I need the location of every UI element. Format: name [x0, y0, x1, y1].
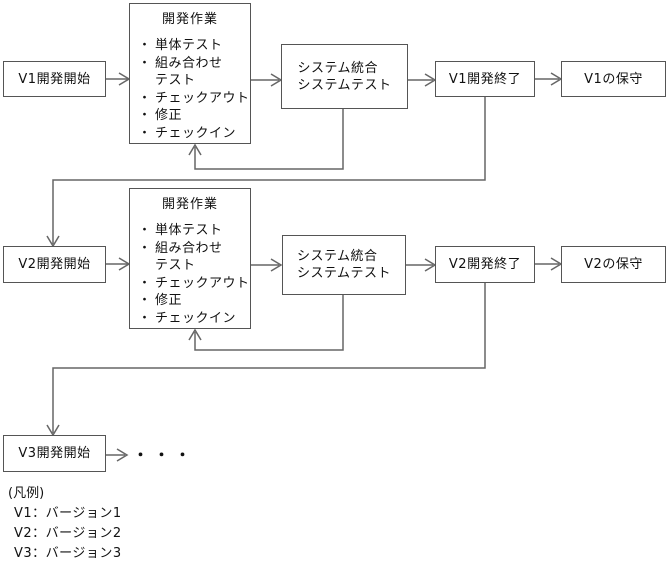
- bullet-marker: ・: [138, 125, 152, 141]
- bullet-marker: ・: [138, 38, 152, 53]
- continuation-dots: ・・・: [133, 446, 197, 464]
- list-item-label: チェックイン: [155, 310, 237, 326]
- bullet-marker: ・: [138, 310, 152, 326]
- box-development-work-2: 開発作業 ・ 単体テスト ・ 組み合わせ テスト ・ チェックアウト ・ 修正 …: [129, 188, 251, 329]
- box-v3-start-label: V3開発開始: [18, 446, 91, 461]
- box-v2-start-label: V2開発開始: [18, 257, 91, 272]
- list-item: ・ 組み合わせ テスト: [138, 240, 250, 275]
- list-item-label: チェックアウト: [155, 90, 250, 106]
- arrow-work1-to-systest1: [251, 73, 283, 87]
- legend: (凡例) V1：バージョン1 V2：バージョン2 V3：バージョン3: [8, 484, 122, 564]
- box-v3-start: V3開発開始: [3, 435, 106, 472]
- bullet-marker: ・: [138, 293, 152, 308]
- box-v1-start: V1開発開始: [3, 61, 106, 97]
- feedback-systest1-to-work1: [188, 109, 344, 170]
- box-v2-end: V2開発終了: [435, 246, 535, 283]
- list-item: ・ 組み合わせ テスト: [138, 55, 250, 90]
- arrow-v3start-to-continuation: [106, 448, 129, 462]
- arrow-systest2-to-v2end: [406, 258, 437, 272]
- legend-entry: V2：バージョン2: [14, 526, 122, 541]
- box-v2-end-label: V2開発終了: [448, 257, 522, 272]
- list-item: ・ チェックアウト: [138, 275, 250, 293]
- list-item-label: 組み合わせ テスト: [155, 240, 223, 274]
- bullet-marker: ・: [138, 275, 152, 291]
- box-system-test-2: システム統合 システムテスト: [282, 235, 406, 295]
- arrow-v1end-to-v1maintenance: [535, 72, 563, 86]
- box-v1-maintenance: V1の保守: [561, 61, 666, 97]
- box-system-test-label: システム統合 システムテスト: [296, 249, 392, 281]
- list-item-label: チェックアウト: [155, 275, 250, 291]
- list-item: ・ 単体テスト: [138, 222, 250, 240]
- feedback-systest2-to-work2: [188, 295, 344, 351]
- box-system-test-1: システム統合 システムテスト: [281, 44, 408, 109]
- connector-v1end-to-v2start: [46, 97, 486, 248]
- box-v1-end-label: V1開発終了: [448, 71, 522, 87]
- box-v2-start: V2開発開始: [3, 246, 106, 283]
- list-item: ・ 単体テスト: [138, 37, 250, 55]
- bullet-marker: ・: [138, 240, 152, 256]
- box-v1-maintenance-label: V1の保守: [584, 71, 643, 87]
- box-development-work-1: 開発作業 ・ 単体テスト ・ 組み合わせ テスト ・ チェックアウト ・ 修正 …: [129, 3, 251, 144]
- box-system-test-label: システム統合 システムテスト: [297, 60, 392, 93]
- arrow-v1start-to-work1: [106, 72, 131, 86]
- arrow-systest1-to-v1end: [408, 73, 437, 87]
- development-work-title: 開発作業: [161, 197, 218, 212]
- list-item: ・ チェックアウト: [138, 90, 250, 108]
- bullet-marker: ・: [138, 223, 152, 238]
- connector-v2end-to-v3start: [46, 283, 486, 437]
- arrow-v2start-to-work2: [106, 257, 131, 271]
- list-item: ・ 修正: [138, 107, 250, 125]
- list-item-label: 単体テスト: [155, 38, 223, 53]
- legend-title: (凡例): [8, 486, 45, 501]
- arrow-v2end-to-v2maintenance: [535, 257, 563, 271]
- list-item: ・ チェックイン: [138, 125, 250, 143]
- list-item-label: チェックイン: [155, 125, 237, 141]
- list-item-label: 修正: [155, 293, 183, 308]
- arrow-work2-to-systest2: [251, 258, 283, 272]
- bullet-marker: ・: [138, 108, 152, 123]
- box-v1-end: V1開発終了: [435, 61, 535, 97]
- list-item: ・ 修正: [138, 292, 250, 310]
- list-item-label: 単体テスト: [155, 223, 223, 238]
- bullet-marker: ・: [138, 90, 152, 106]
- development-work-list: ・ 単体テスト ・ 組み合わせ テスト ・ チェックアウト ・ 修正 ・ チェッ…: [130, 37, 250, 142]
- legend-entry: V1：バージョン1: [14, 506, 122, 521]
- list-item: ・ チェックイン: [138, 310, 250, 328]
- box-v2-maintenance: V2の保守: [561, 246, 666, 283]
- development-work-title: 開発作業: [161, 12, 218, 27]
- list-item-label: 組み合わせ テスト: [155, 55, 223, 89]
- list-item-label: 修正: [155, 108, 183, 123]
- development-work-list: ・ 単体テスト ・ 組み合わせ テスト ・ チェックアウト ・ 修正 ・ チェッ…: [130, 222, 250, 327]
- bullet-marker: ・: [138, 55, 152, 71]
- legend-entry: V3：バージョン3: [14, 546, 122, 561]
- box-v2-maintenance-label: V2の保守: [584, 257, 643, 272]
- box-v1-start-label: V1開発開始: [18, 71, 91, 87]
